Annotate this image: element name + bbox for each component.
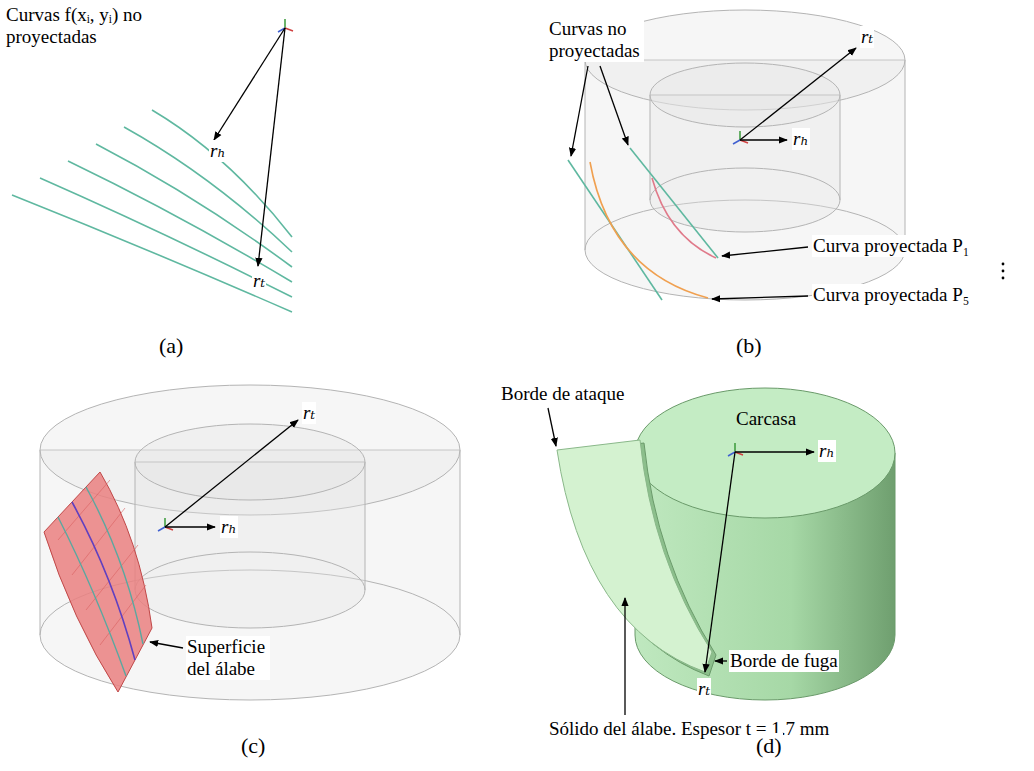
curve-note: Curvas no proyectadas — [548, 18, 644, 62]
radius-label: rₕ — [220, 516, 238, 538]
surface-label: Superficie del álabe — [186, 636, 270, 680]
radius-label: rₕ — [209, 140, 227, 162]
axis-triad — [733, 131, 748, 144]
axis-triad — [728, 443, 743, 456]
radius-label: rₜ — [302, 402, 316, 424]
radius-label: rₜ — [697, 678, 711, 700]
panel-label: (d) — [755, 733, 783, 758]
radius-label: rₜ — [860, 26, 874, 48]
casing-label: Carcasa — [735, 408, 797, 430]
solid-label: Sólido del álabe. Espesor t = 1.7 mm — [548, 718, 830, 740]
curves — [568, 148, 718, 300]
radius-label: rₕ — [792, 128, 810, 150]
curve-label: Curva proyectada P₁ — [812, 235, 970, 257]
edge-label: Borde de fuga — [729, 650, 839, 672]
annulus-cylinders — [40, 385, 460, 700]
leader-arrows — [150, 420, 298, 648]
edge-label: Borde de ataque — [500, 383, 625, 405]
blade-surface — [44, 472, 152, 692]
panel-label: (a) — [158, 333, 184, 358]
unprojected-curves — [12, 110, 292, 312]
curve-note: Curvas f(xᵢ, yᵢ) no proyectadas — [5, 4, 149, 48]
curve-label: Curva proyectada P₅ — [812, 284, 970, 306]
panel-label: (b) — [735, 333, 763, 358]
leader-arrows — [571, 48, 856, 299]
blade-solid — [557, 440, 716, 676]
ellipsis-dots — [1002, 263, 1005, 280]
radius-label: rₕ — [818, 440, 836, 462]
axis-triad — [158, 518, 173, 531]
radius-label: rₜ — [252, 270, 266, 292]
panel-label: (c) — [240, 733, 266, 758]
axis-triad — [278, 19, 293, 32]
